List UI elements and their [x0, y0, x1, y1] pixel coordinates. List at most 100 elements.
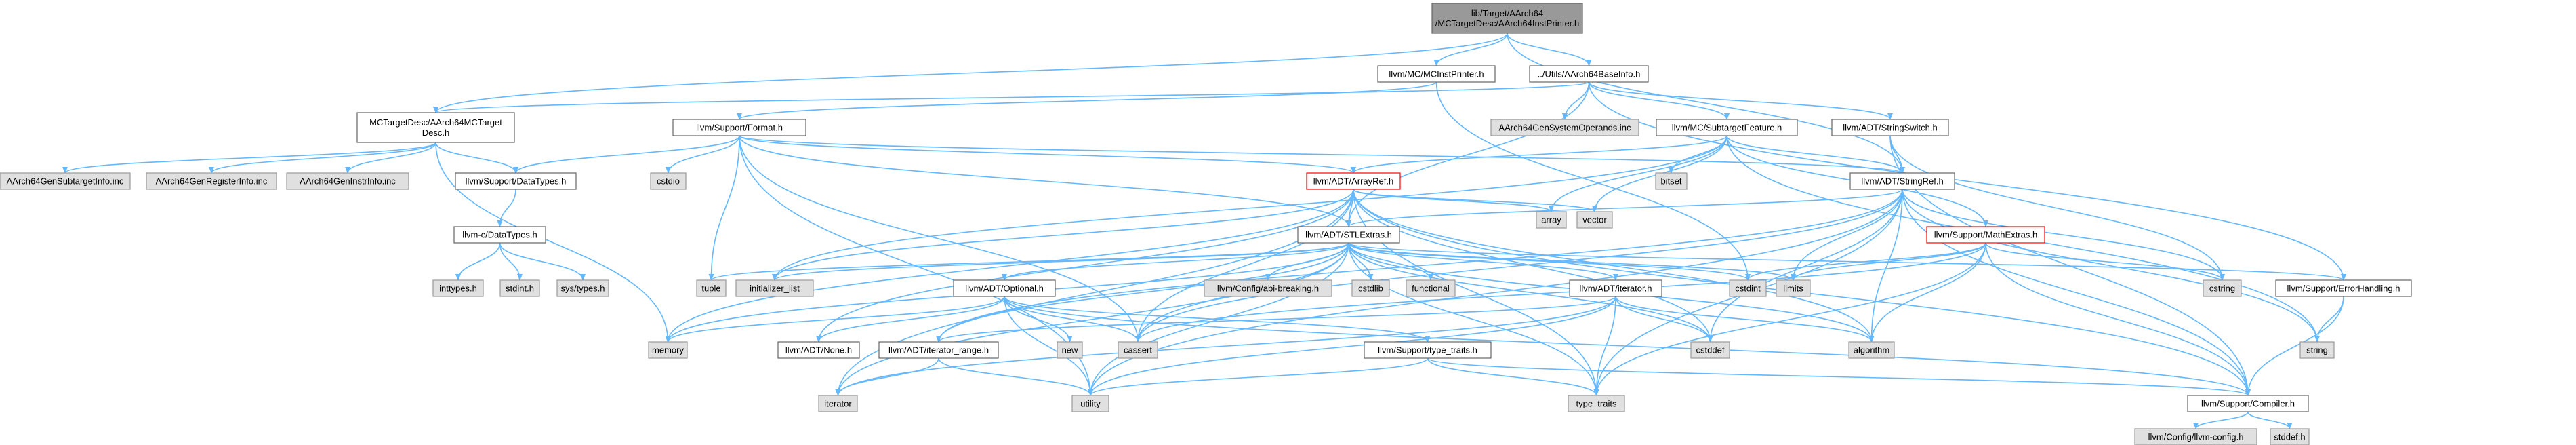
- node-label: llvm/MC/MCInstPrinter.h: [1389, 69, 1484, 79]
- node-box: [1490, 119, 1639, 136]
- node-utility[interactable]: utility: [1071, 395, 1109, 412]
- edge-mathextras-to-compiler: [1985, 242, 2251, 396]
- edge-stringref-to-limits: [1791, 189, 1903, 281]
- edge-mcinstprinter-to-format: [737, 81, 1437, 120]
- node-label: AArch64GenRegisterInfo.inc: [156, 176, 268, 187]
- node-cstring[interactable]: cstring: [2203, 279, 2242, 297]
- node-abibreaking[interactable]: llvm/Config/abi-breaking.h: [1204, 279, 1332, 297]
- edge-arrayref-to-array: [1353, 189, 1554, 212]
- node-stddef[interactable]: stddef.h: [2270, 428, 2310, 445]
- node-noneh[interactable]: llvm/ADT/None.h: [777, 341, 860, 359]
- node-mcinstprinter[interactable]: llvm/MC/MCInstPrinter.h: [1377, 65, 1496, 83]
- edge-cdatatypes-to-inttypes: [455, 242, 501, 281]
- node-limits[interactable]: limits: [1776, 279, 1811, 297]
- node-new[interactable]: new: [1057, 341, 1083, 359]
- node-algorithm[interactable]: algorithm: [1848, 341, 1895, 359]
- node-arrayref[interactable]: llvm/ADT/ArrayRef.h: [1306, 172, 1401, 190]
- node-datatypes[interactable]: llvm/Support/DataTypes.h: [455, 172, 577, 190]
- node-bitset[interactable]: bitset: [1655, 172, 1688, 190]
- edge-format-to-cstdio: [666, 135, 740, 174]
- edge-compiler-to-llvmconfig: [2193, 411, 2249, 429]
- node-cstdint[interactable]: cstdint: [1729, 279, 1767, 297]
- node-optional[interactable]: llvm/ADT/Optional.h: [953, 279, 1056, 297]
- node-string[interactable]: string: [2299, 341, 2335, 359]
- node-instrinfo[interactable]: AArch64GenInstrInfo.inc: [286, 172, 409, 190]
- node-box: [1568, 395, 1625, 412]
- node-cdatatypes[interactable]: llvm-c/DataTypes.h: [453, 226, 546, 244]
- node-cstdio[interactable]: cstdio: [650, 172, 687, 190]
- node-tuple[interactable]: tuple: [696, 279, 727, 297]
- node-box: [2270, 428, 2310, 445]
- node-stlextras[interactable]: llvm/ADT/STLExtras.h: [1297, 226, 1400, 244]
- node-stdint[interactable]: stdint.h: [499, 279, 540, 297]
- node-systypes[interactable]: sys/types.h: [556, 279, 609, 297]
- edge-cdatatypes-to-stdint: [499, 242, 523, 281]
- node-label: type_traits: [1576, 399, 1617, 409]
- node-initlist[interactable]: initializer_list: [735, 279, 814, 297]
- node-functional[interactable]: functional: [1406, 279, 1456, 297]
- node-cassert[interactable]: cassert: [1118, 341, 1158, 359]
- edge-format-to-cassert: [739, 135, 1141, 343]
- edge-stringswitch-to-cstring: [1889, 135, 2225, 281]
- node-registerinfo[interactable]: AArch64GenRegisterInfo.inc: [146, 172, 277, 190]
- node-typetraitsh[interactable]: llvm/Support/type_traits.h: [1364, 341, 1492, 359]
- node-label: AArch64GenSystemOperands.inc: [1498, 123, 1631, 133]
- node-inttypes[interactable]: inttypes.h: [432, 279, 484, 297]
- node-root[interactable]: lib/Target/AArch64/MCTargetDesc/AArch64I…: [1431, 3, 1583, 34]
- edge-iteratorh-to-utility: [1088, 296, 1616, 396]
- node-typetraits[interactable]: type_traits: [1568, 395, 1625, 412]
- node-memory[interactable]: memory: [648, 341, 688, 359]
- node-box: [2134, 428, 2257, 445]
- node-cstddef[interactable]: cstddef: [1690, 341, 1730, 359]
- node-errorhandling[interactable]: llvm/Support/ErrorHandling.h: [2275, 279, 2412, 297]
- node-label: llvm/ADT/STLExtras.h: [1305, 230, 1392, 240]
- node-sysoperands[interactable]: AArch64GenSystemOperands.inc: [1490, 119, 1639, 136]
- node-box: [1776, 279, 1811, 297]
- node-array[interactable]: array: [1536, 211, 1567, 229]
- node-box: [1297, 226, 1400, 244]
- node-label: stddef.h: [2274, 432, 2305, 442]
- node-box: [356, 112, 515, 143]
- edge-stringref-to-string: [1902, 189, 2320, 343]
- node-label: functional: [1412, 284, 1450, 294]
- edge-optional-to-cassert: [1004, 296, 1141, 343]
- node-box: [1204, 279, 1332, 297]
- node-box: [1377, 65, 1496, 83]
- node-iteratorh[interactable]: llvm/ADT/iterator.h: [1569, 279, 1662, 297]
- node-baseinfo[interactable]: ../Utils/AArch64BaseInfo.h: [1529, 65, 1649, 83]
- edge-arrayref-to-vector: [1353, 189, 1597, 212]
- node-subtargetinfo[interactable]: AArch64GenSubtargetInfo.inc: [0, 172, 131, 190]
- edge-baseinfo-to-subtargetfeature: [1588, 81, 1730, 120]
- node-label: cstdint: [1735, 284, 1761, 294]
- node-label: memory: [652, 345, 684, 355]
- node-mathextras[interactable]: llvm/Support/MathExtras.h: [1926, 226, 2045, 244]
- node-llvmconfig[interactable]: llvm/Config/llvm-config.h: [2134, 428, 2257, 445]
- edge-mctargetdesc-to-registerinfo: [209, 142, 436, 174]
- node-cstdlib[interactable]: cstdlib: [1351, 279, 1390, 297]
- node-stringswitch[interactable]: llvm/ADT/StringSwitch.h: [1831, 119, 1949, 136]
- node-box: [672, 119, 806, 136]
- edge-typetraitsh-to-utility: [1088, 357, 1429, 396]
- node-format[interactable]: llvm/Support/Format.h: [672, 119, 806, 136]
- node-compiler[interactable]: llvm/Support/Compiler.h: [2187, 395, 2309, 412]
- node-label: cstddef: [1696, 345, 1725, 355]
- node-label: AArch64GenInstrInfo.inc: [300, 176, 396, 187]
- node-label: llvm/ADT/None.h: [785, 345, 852, 355]
- node-box: [1576, 211, 1613, 229]
- node-iterator[interactable]: iterator: [818, 395, 858, 412]
- node-box: [878, 341, 999, 359]
- node-stringref[interactable]: llvm/ADT/StringRef.h: [1849, 172, 1955, 190]
- edge-errorhandling-to-compiler: [2245, 296, 2344, 396]
- node-subtargetfeature[interactable]: llvm/MC/SubtargetFeature.h: [1656, 119, 1798, 136]
- node-label: array: [1541, 215, 1561, 225]
- node-label: llvm/Support/Compiler.h: [2201, 399, 2295, 409]
- node-iterrange[interactable]: llvm/ADT/iterator_range.h: [878, 341, 999, 359]
- node-label: Desc.h: [422, 128, 449, 138]
- node-label: llvm/Support/Format.h: [696, 123, 783, 133]
- node-label: AArch64GenSubtargetInfo.inc: [7, 176, 124, 187]
- node-box: [1118, 341, 1158, 359]
- node-vector[interactable]: vector: [1576, 211, 1613, 229]
- node-box: [1071, 395, 1109, 412]
- edge-root-to-stringref: [1507, 33, 1905, 174]
